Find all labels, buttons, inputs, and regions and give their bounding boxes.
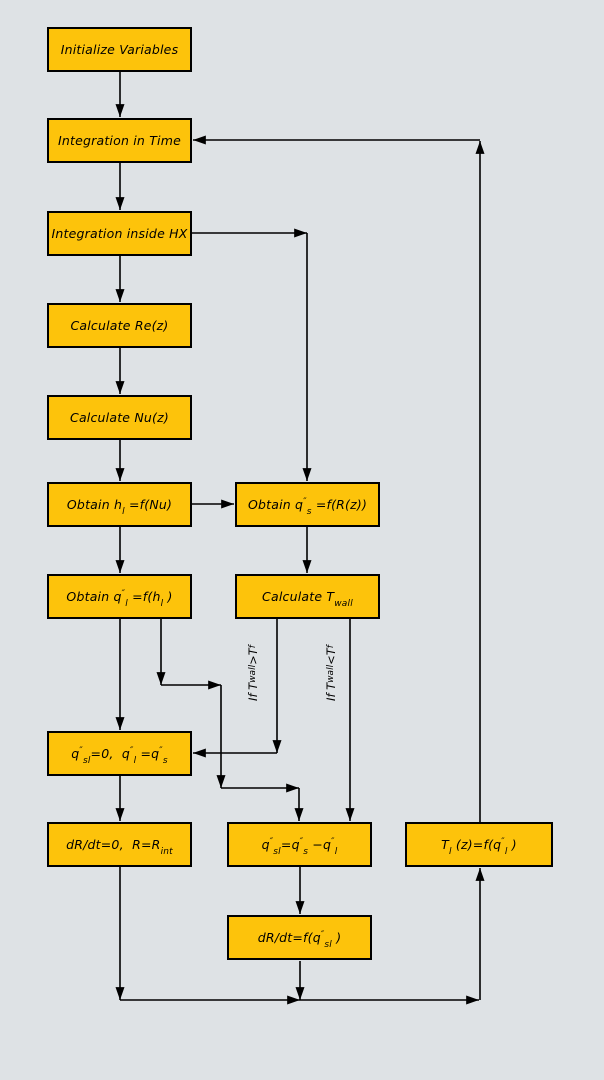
node-obtain-ql: Obtain q″l =f(hl ) (47, 574, 192, 619)
node-calculate-twall: Calculate Twall (235, 574, 380, 619)
node-label: Integration in Time (58, 133, 181, 148)
node-label: Calculate Nu(z) (70, 410, 169, 425)
node-label: Initialize Variables (60, 42, 179, 57)
node-label: Tl (z)=f(q″l ) (441, 837, 517, 857)
node-label: q″sl=0, q″l =q″s (71, 746, 168, 766)
node-label: Calculate Re(z) (70, 318, 169, 333)
node-calculate-re: Calculate Re(z) (47, 303, 192, 348)
node-label: q″sl=q″s −q″l (261, 837, 338, 857)
node-label: Obtain q″s =f(R(z)) (247, 497, 368, 517)
node-integration-inside-hx: Integration inside HX (47, 211, 192, 256)
node-qsl-zero: q″sl=0, q″l =q″s (47, 731, 192, 776)
node-initialize-variables: Initialize Variables (47, 27, 192, 72)
node-label: dR/dt=f(q″sl ) (257, 930, 342, 950)
node-label: Integration inside HX (51, 226, 188, 241)
node-obtain-h: Obtain hl =f(Nu) (47, 482, 192, 527)
node-obtain-qs: Obtain q″s =f(R(z)) (235, 482, 380, 527)
node-drdt-f: dR/dt=f(q″sl ) (227, 915, 372, 960)
node-label: Obtain q″l =f(hl ) (66, 589, 173, 609)
node-tl: Tl (z)=f(q″l ) (405, 822, 553, 867)
node-label: dR/dt=0, R=Rint (66, 837, 173, 857)
node-qsl-eq: q″sl=q″s −q″l (227, 822, 372, 867)
node-label: Obtain hl =f(Nu) (66, 497, 173, 517)
node-drdt-zero: dR/dt=0, R=Rint (47, 822, 192, 867)
node-calculate-nu: Calculate Nu(z) (47, 395, 192, 440)
node-integration-in-time: Integration in Time (47, 118, 192, 163)
node-label: Calculate Twall (262, 589, 353, 609)
